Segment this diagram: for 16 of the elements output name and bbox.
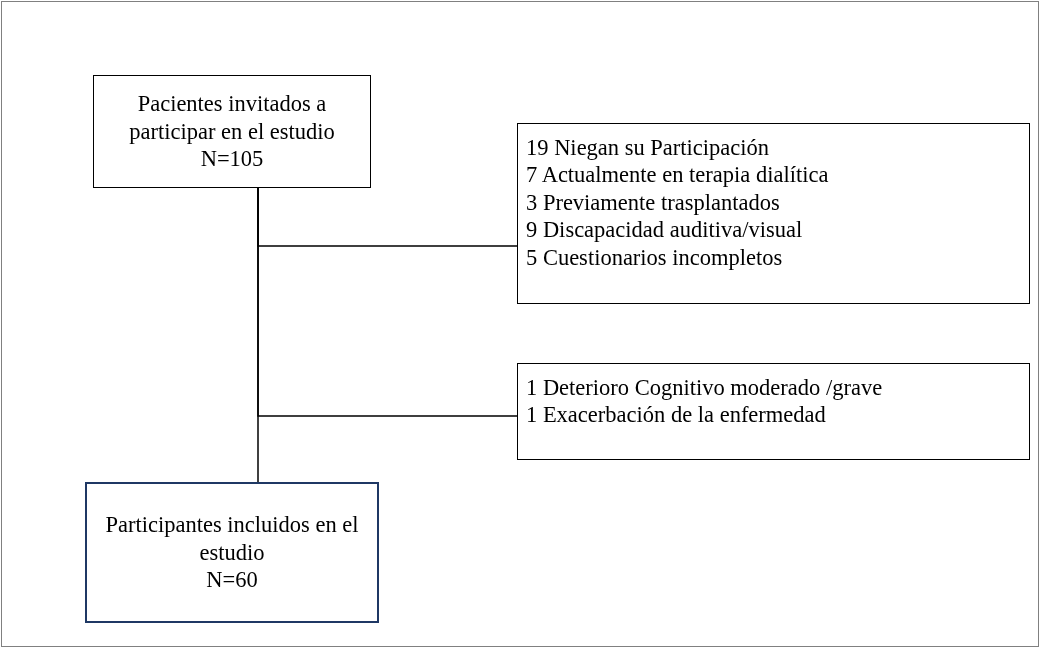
process-box [93, 75, 371, 188]
connector-line [257, 187, 259, 483]
box-text: 9 Discapacidad auditiva/visual [526, 216, 803, 244]
box-text: 1 Exacerbación de la enfermedad [526, 401, 826, 429]
box-text: 3 Previamente trasplantados [526, 188, 780, 217]
box-text: 5 Cuestionarios incompletos [526, 243, 783, 272]
box-text: 1 Deterioro Cognitivo moderado /grave [526, 374, 883, 402]
box-text: Pacientes invitados a participar en el estudio [128, 90, 336, 146]
process-box [517, 123, 1030, 304]
box-text: 7 Actualmente en terapia dialítica [526, 161, 829, 189]
process-box [517, 363, 1030, 460]
box-text: 19 Niegan su Participación [526, 134, 770, 162]
box-text: N=105 [200, 145, 264, 173]
process-box [85, 482, 379, 623]
box-text: Participantes incluidos en el estudio [104, 511, 360, 567]
box-text: N=60 [206, 566, 258, 594]
